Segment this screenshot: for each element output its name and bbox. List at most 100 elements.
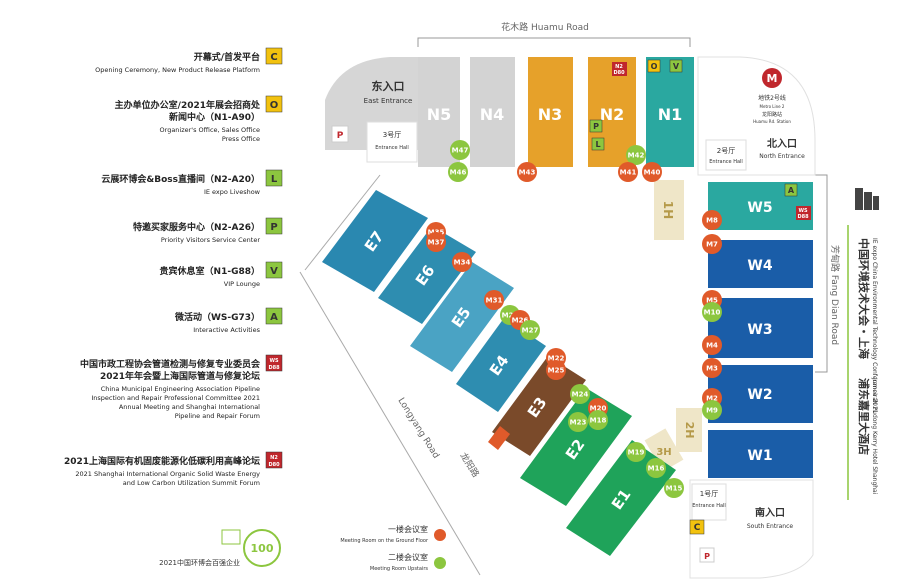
meeting-room-m47[interactable]: M47 — [450, 140, 470, 160]
longyang-road-line — [299, 271, 481, 576]
meeting-room-label: M46 — [450, 169, 467, 177]
hall-N4-label: N4 — [480, 105, 505, 124]
hall-E4[interactable] — [456, 318, 546, 412]
meeting-room-m42[interactable]: M42 — [626, 145, 646, 165]
hall-2H[interactable] — [676, 408, 702, 452]
hall-E7[interactable] — [322, 190, 428, 292]
meeting-room-label: M22 — [548, 355, 565, 363]
venue-en-1: IE expo China Environmental Technology C… — [871, 238, 878, 414]
meeting-room-label: M34 — [454, 259, 471, 267]
metro-station-cn: 龙阳路站 — [762, 111, 782, 118]
venue-cn-1: 中国环境技术大会・上海 — [857, 238, 871, 359]
hall-W2[interactable] — [708, 365, 813, 423]
meeting-room-m3[interactable]: M3 — [702, 358, 722, 378]
meeting-room-m40[interactable]: M40 — [642, 162, 662, 182]
legend-en: Interactive Activities — [193, 326, 260, 334]
meeting-room-m23[interactable]: M23 — [568, 412, 588, 432]
legend-badge — [265, 169, 283, 187]
top100-logo-number: 100 — [251, 542, 274, 555]
meeting-room-label: M27 — [522, 327, 539, 335]
hall-E5[interactable] — [410, 262, 514, 372]
hall-3H[interactable] — [644, 428, 684, 472]
meeting-room-m4[interactable]: M4 — [702, 335, 722, 355]
meeting-room-marker — [618, 162, 638, 182]
hall-W3[interactable] — [708, 298, 813, 358]
svg-text:M: M — [767, 72, 778, 85]
metro-station-en: Huamu Rd. Station — [753, 119, 791, 124]
meeting-room-m37[interactable]: M37 — [426, 232, 446, 252]
meeting-room-m19[interactable]: M19 — [626, 442, 646, 462]
fangdian-road-bracket — [815, 174, 828, 373]
legend-badge-label: D88 — [268, 365, 280, 371]
meeting-room-m16[interactable]: M16 — [646, 458, 666, 478]
meeting-room-marker — [702, 302, 722, 322]
meeting-room-m34[interactable]: M34 — [452, 252, 472, 272]
meeting-room-marker — [588, 410, 608, 430]
meeting-room-m18[interactable]: M18 — [588, 410, 608, 430]
meeting-room-m41[interactable]: M41 — [618, 162, 638, 182]
meeting-room-m25[interactable]: M25 — [546, 360, 566, 380]
svg-text:A: A — [788, 186, 795, 195]
hall-E6[interactable] — [378, 226, 476, 324]
hall-E3[interactable] — [492, 356, 586, 456]
hall-N3[interactable] — [528, 57, 573, 167]
badge-A-map — [784, 183, 798, 197]
meeting-room-m27[interactable]: M27 — [520, 320, 540, 340]
meeting-room-marker — [702, 234, 722, 254]
meeting-room-label: M7 — [706, 241, 718, 249]
badge-L-map — [591, 137, 605, 151]
parking-east — [331, 125, 349, 143]
hall-N1[interactable] — [646, 57, 694, 167]
legend-cn: 中国市政工程协会管道检测与修复专业委员会 — [80, 358, 261, 370]
meeting-room-m8[interactable]: M8 — [702, 210, 722, 230]
entrance-hall-1 — [691, 483, 727, 521]
meeting-room-marker — [546, 360, 566, 380]
meeting-room-marker — [702, 210, 722, 230]
meeting-room-label: M26 — [512, 317, 529, 325]
svg-text:O: O — [651, 62, 658, 71]
legend-badge-label: D80 — [268, 462, 280, 468]
meeting-room-m10[interactable]: M10 — [702, 302, 722, 322]
meeting-room-m43[interactable]: M43 — [517, 162, 537, 182]
legend-en: Opening Ceremony, New Product Release Pl… — [95, 66, 260, 74]
meeting-room-m24[interactable]: M24 — [570, 384, 590, 404]
hall-1H[interactable] — [654, 180, 684, 240]
meeting-room-label: M10 — [704, 309, 721, 317]
north-entrance-en: North Entrance — [759, 153, 805, 160]
legend-en: China Municipal Engineering Association … — [101, 385, 260, 393]
hall-W1[interactable] — [708, 430, 813, 478]
hall-1H-label: 1H — [661, 201, 675, 219]
legend-ground-en: Meeting Room on the Ground Floor — [340, 538, 429, 544]
svg-text:V: V — [673, 62, 680, 71]
hall-W1-label: W1 — [747, 448, 772, 464]
hall-3H-label: 3H — [656, 447, 671, 458]
metro-line-en: Metro Line 2 — [760, 104, 785, 109]
meeting-room-m7[interactable]: M7 — [702, 234, 722, 254]
entrance-hall-3 — [366, 121, 418, 163]
legend-cn: 主办单位办公室/2021年展会招商处 — [115, 99, 261, 111]
meeting-room-label: M4 — [706, 342, 718, 350]
meeting-room-label: M18 — [590, 417, 607, 425]
hall-N4[interactable] — [470, 57, 515, 167]
hall-W4[interactable] — [708, 240, 813, 288]
hall-W4-label: W4 — [747, 258, 772, 274]
meeting-room-m9[interactable]: M9 — [702, 400, 722, 420]
legend-badge-label: C — [270, 52, 277, 63]
legend-en: and Low Carbon Utilization Summit Forum — [123, 479, 260, 487]
meeting-room-label: M24 — [572, 391, 589, 399]
meeting-room-m31[interactable]: M31 — [484, 290, 504, 310]
svg-text:D88: D88 — [797, 214, 809, 220]
meeting-room-m15[interactable]: M15 — [664, 478, 684, 498]
badge-N2-D80 — [612, 62, 627, 76]
south-entrance-cn: 南入口 — [755, 506, 785, 519]
meeting-room-m46[interactable]: M46 — [448, 162, 468, 182]
meeting-room-marker — [450, 140, 470, 160]
legend-badge-label: V — [270, 266, 278, 277]
meeting-room-label: M3 — [706, 365, 718, 373]
hall-N3-label: N3 — [538, 105, 563, 124]
meeting-room-label: M41 — [620, 169, 637, 177]
meeting-room-marker — [646, 458, 666, 478]
building-icon — [855, 188, 879, 210]
